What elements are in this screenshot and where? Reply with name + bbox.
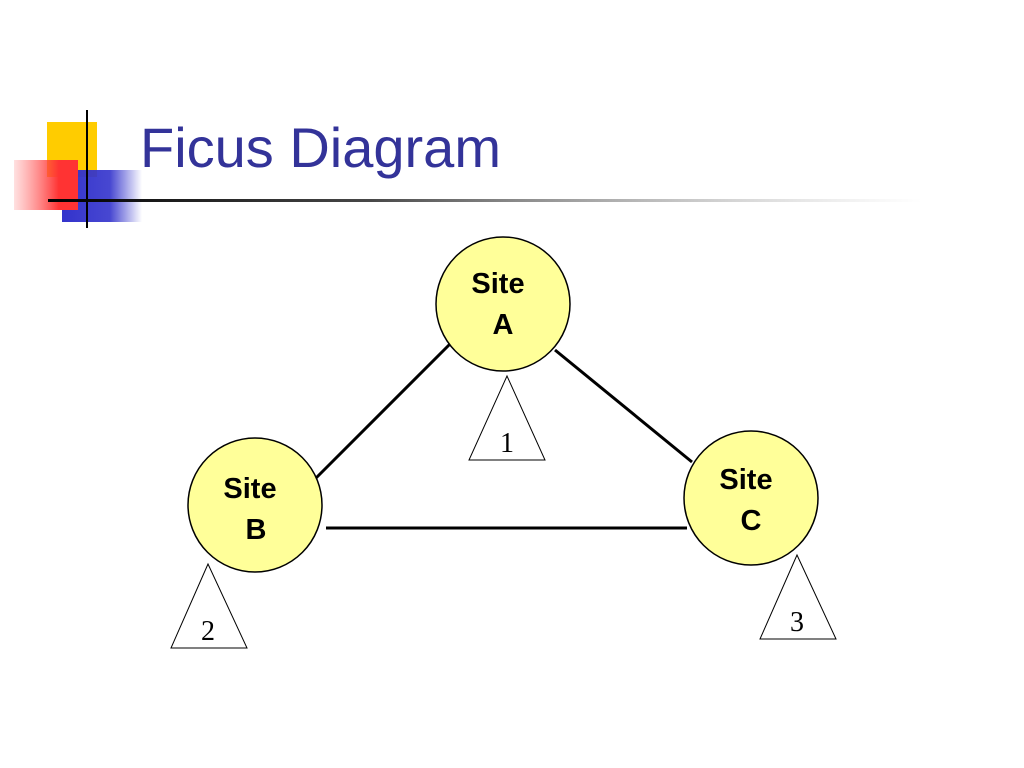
site-b-label-line1: Site: [223, 473, 276, 505]
site-b-label-line2: B: [246, 514, 267, 546]
marker-2-label: 2: [201, 616, 215, 647]
link-a-c: [554, 348, 693, 464]
site-a-label-line2: A: [493, 309, 514, 341]
site-a-node: Site A: [435, 236, 571, 372]
marker-triangle-1: 1: [468, 374, 546, 461]
site-c-label-line1: Site: [719, 464, 772, 496]
link-a-b: [314, 340, 454, 480]
corner-decoration: [14, 110, 142, 228]
marker-triangle-2: 2: [170, 562, 248, 649]
marker-triangle-3: 3: [759, 553, 837, 640]
site-c-label-line2: C: [741, 505, 762, 537]
marker-3-label: 3: [790, 607, 804, 638]
site-b-node: Site B: [187, 437, 323, 573]
site-a-label-line1: Site: [471, 268, 524, 300]
site-c-node: Site C: [683, 430, 819, 566]
marker-1-label: 1: [500, 428, 514, 459]
title-rule: [48, 199, 968, 202]
slide-title: Ficus Diagram: [140, 116, 501, 179]
